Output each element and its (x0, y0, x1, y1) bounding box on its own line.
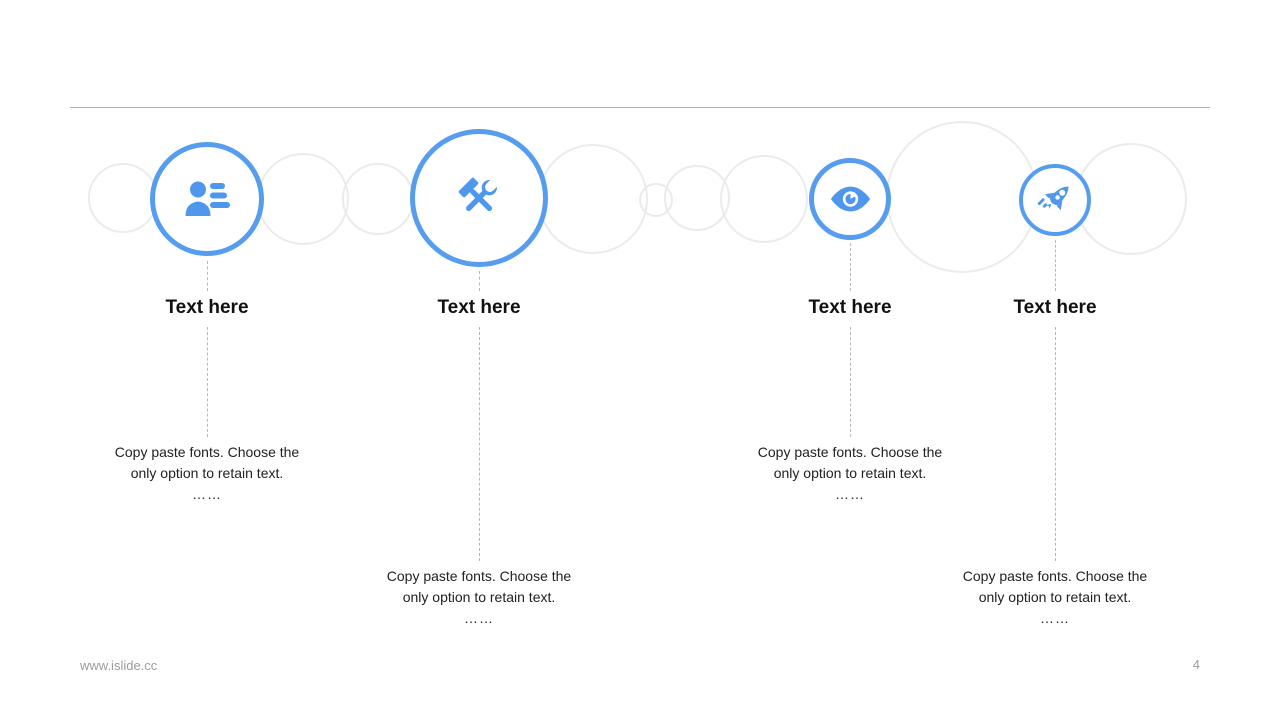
item-ellipsis: …… (464, 610, 494, 626)
item-ellipsis: …… (192, 486, 222, 502)
item-description-line: only option to retain text. (130, 465, 284, 481)
item-title: Text here (165, 297, 249, 318)
item-ellipsis: …… (835, 486, 865, 502)
item-title: Text here (437, 297, 521, 318)
timeline-step-circle (809, 158, 891, 240)
decorative-circle (720, 155, 808, 243)
item-description-line: only option to retain text. (773, 465, 927, 481)
dashed-connector (1055, 240, 1056, 291)
dashed-connector (207, 327, 208, 437)
decorative-circle (1075, 143, 1187, 255)
decorative-circle (342, 163, 414, 235)
rocket-icon (1035, 180, 1075, 220)
decorative-circle (257, 153, 349, 245)
hammer-wrench-icon (456, 175, 502, 221)
footer-url: www.islide.cc (80, 658, 158, 673)
dashed-connector (479, 327, 480, 561)
item-title: Text here (1013, 297, 1097, 318)
dashed-connector (479, 271, 480, 291)
item-description-line: only option to retain text. (978, 589, 1132, 605)
item-description: Copy paste fonts. Choose the only option… (745, 442, 955, 505)
dashed-connector (850, 327, 851, 437)
eye-icon (830, 185, 871, 213)
page-number: 4 (1192, 657, 1200, 672)
decorative-circle (88, 163, 158, 233)
item-description-line: Copy paste fonts. Choose the (962, 568, 1148, 584)
contact-card-icon (184, 180, 230, 218)
item-ellipsis: …… (1040, 610, 1070, 626)
top-divider-line (70, 107, 1210, 108)
timeline-step-circle (410, 129, 548, 267)
timeline-step-circle (1019, 164, 1091, 236)
item-description: Copy paste fonts. Choose the only option… (950, 566, 1160, 629)
decorative-circle (886, 121, 1038, 273)
item-description-line: Copy paste fonts. Choose the (386, 568, 572, 584)
decorative-circle (538, 144, 648, 254)
timeline-step-circle (150, 142, 264, 256)
dashed-connector (1055, 327, 1056, 561)
item-description-line: Copy paste fonts. Choose the (757, 444, 943, 460)
dashed-connector (850, 243, 851, 291)
item-description-line: only option to retain text. (402, 589, 556, 605)
item-title: Text here (808, 297, 892, 318)
item-description: Copy paste fonts. Choose the only option… (374, 566, 584, 629)
dashed-connector (207, 261, 208, 291)
item-description: Copy paste fonts. Choose the only option… (102, 442, 312, 505)
item-description-line: Copy paste fonts. Choose the (114, 444, 300, 460)
